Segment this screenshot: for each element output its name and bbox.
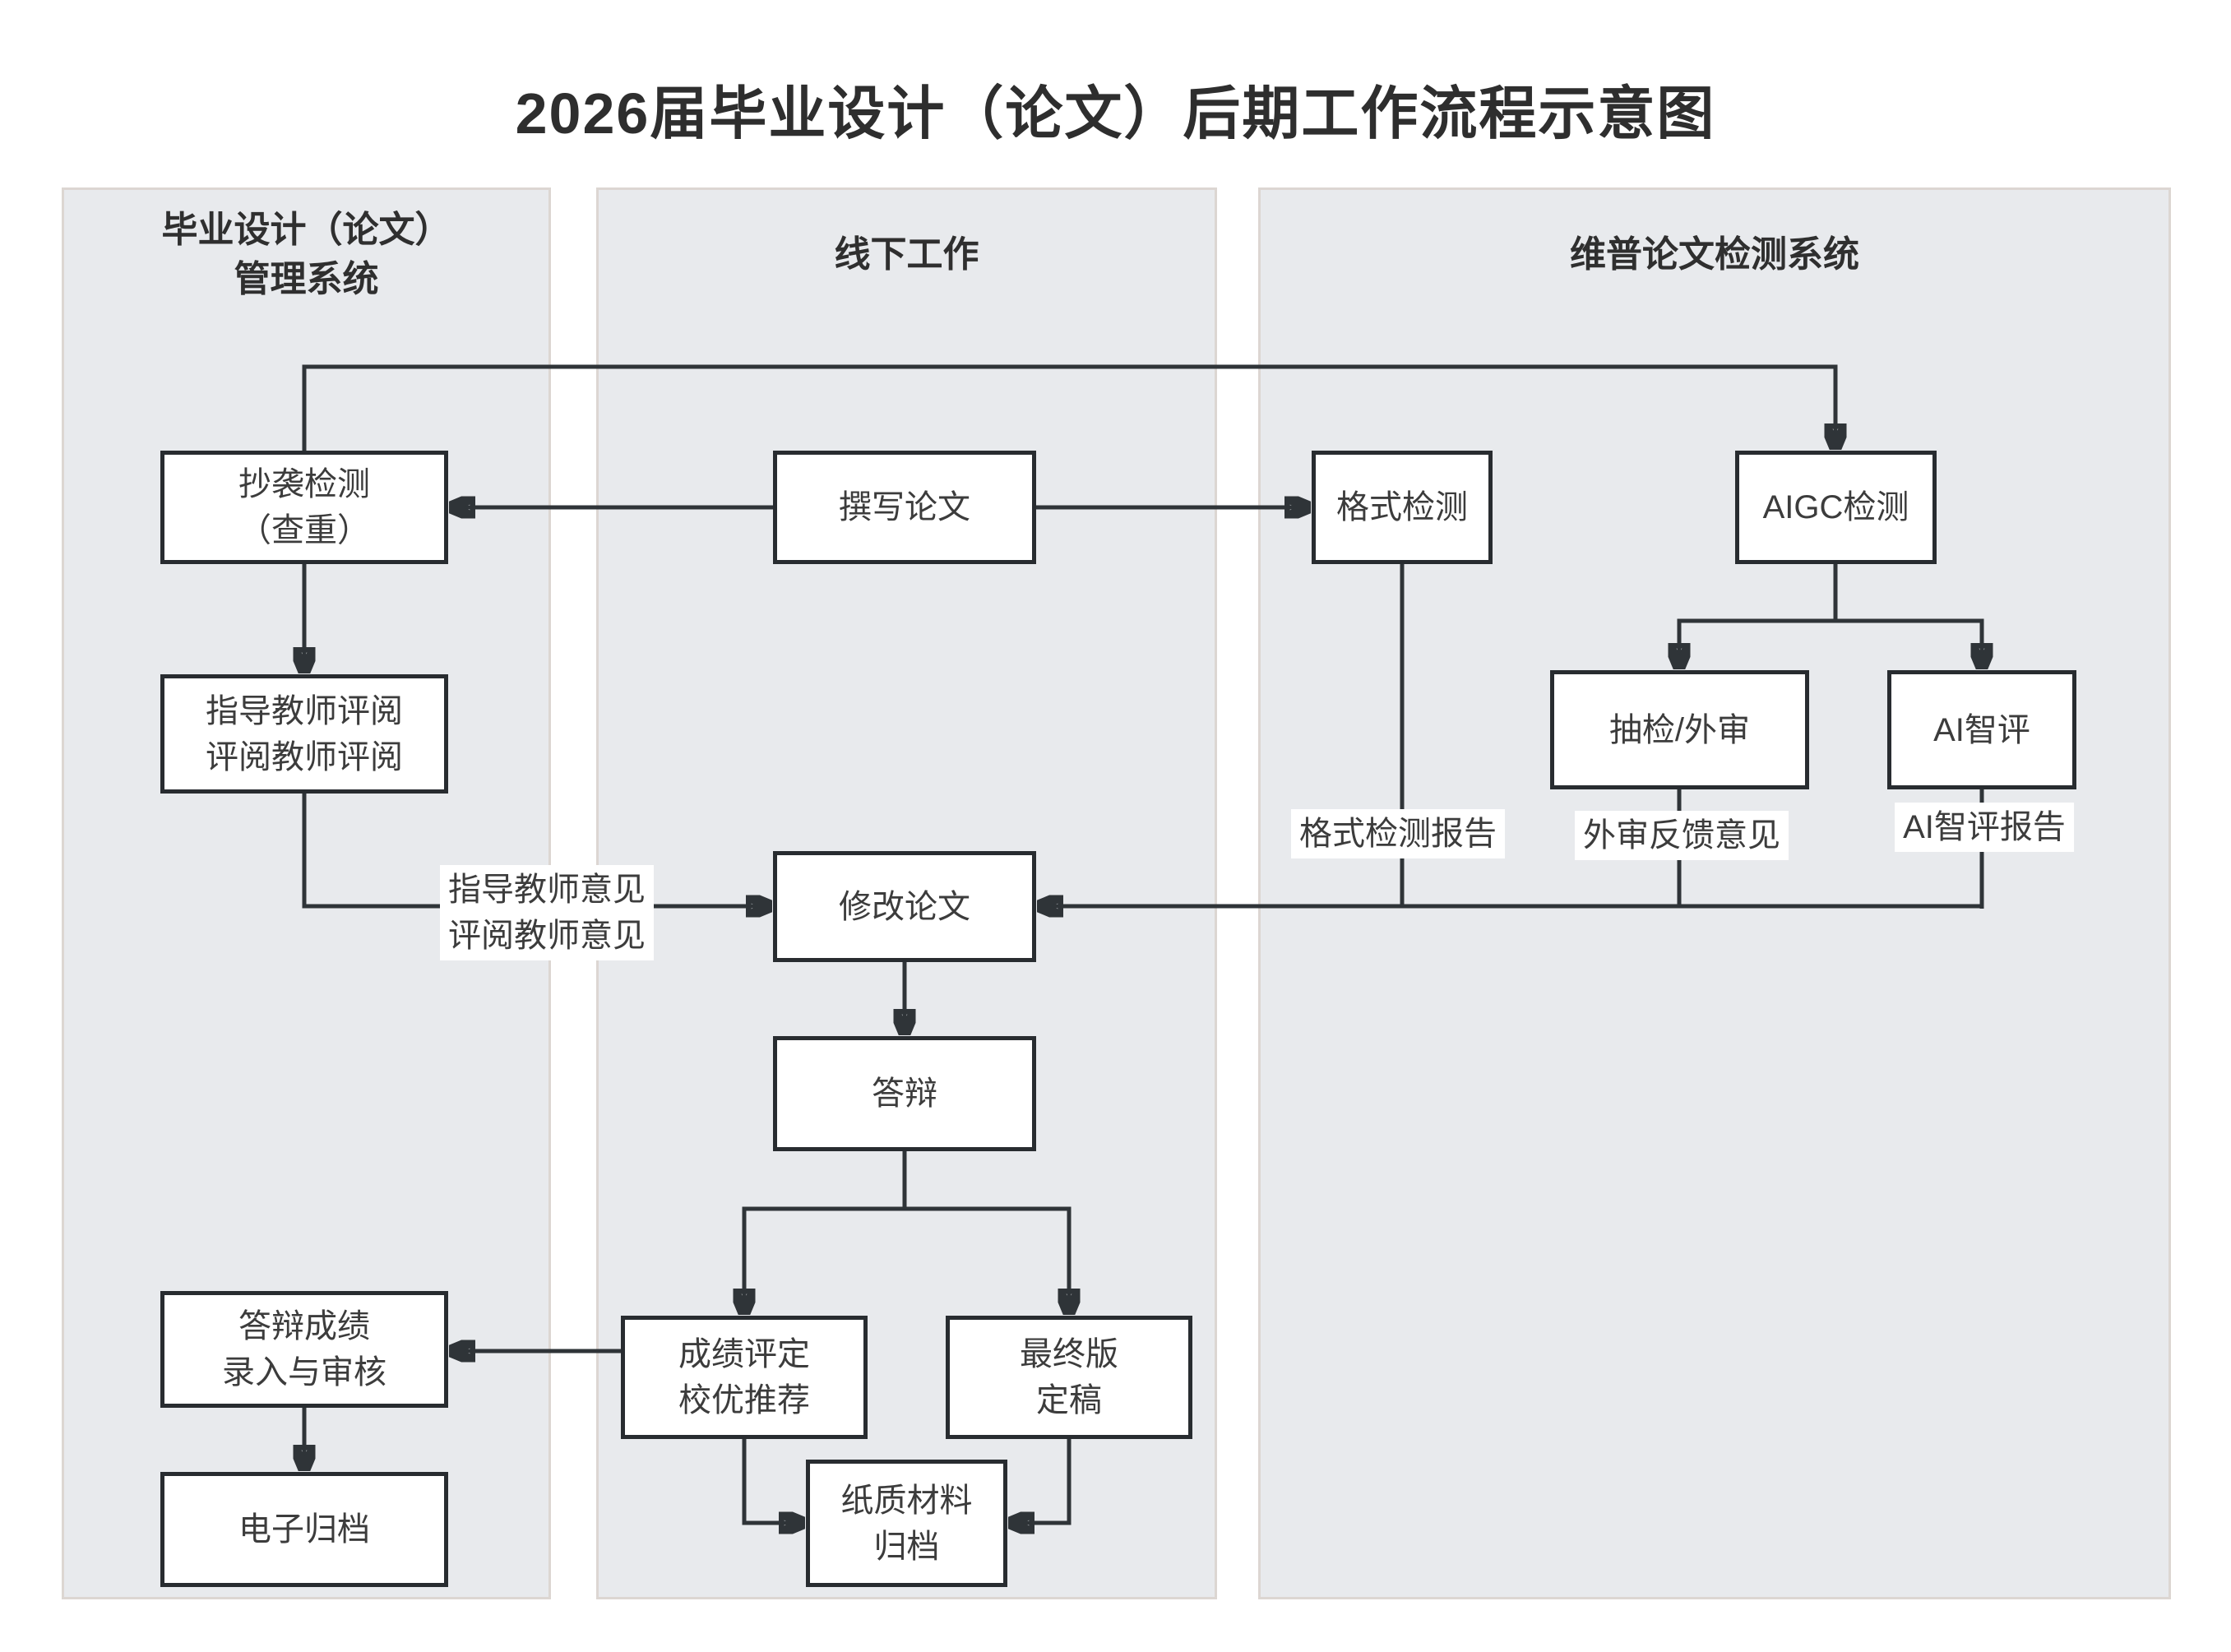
node-advisor-review: 指导教师评阅 评阅教师评阅 [160, 674, 448, 794]
node-plagiarism-check-line1: 抄袭检测 [238, 466, 370, 502]
node-sampling-external-review-line1: 抽检/外审 [1608, 711, 1751, 748]
edge-label-format-report: 格式检测报告 [1291, 809, 1505, 858]
edge-label-ai-report-line1: AI智评报告 [1903, 809, 2066, 845]
node-write-thesis: 撰写论文 [773, 451, 1036, 564]
node-paper-archive-line1: 纸质材料 [840, 1482, 973, 1519]
edge-aigc-to-ai-eval [1835, 618, 1982, 666]
node-advisor-review-line1: 指导教师评阅 [206, 692, 403, 729]
edge-label-advisor-opinion-line1: 指导教师意见 [448, 872, 646, 908]
lane-header-vip: 维普论文检测系统 [1258, 230, 2171, 280]
node-revise-thesis-line1: 修改论文 [839, 888, 970, 925]
node-final-version: 最终版 定稿 [946, 1316, 1192, 1439]
node-plagiarism-check-line2: （查重） [238, 512, 370, 548]
page-title: 2026届毕业设计（论文）后期工作流程示意图 [515, 81, 1716, 146]
node-revise-thesis: 修改论文 [773, 851, 1036, 962]
node-defense-line1: 答辩 [872, 1076, 937, 1112]
node-final-version-line2: 定稿 [1036, 1382, 1102, 1418]
node-aigc-check-line1: AIGC检测 [1762, 489, 1909, 525]
node-grade-evaluation-line2: 校优推荐 [678, 1382, 810, 1418]
edge-label-external-feedback-line1: 外审反馈意见 [1583, 817, 1780, 854]
lane-header-management: 毕业设计（论文） 管理系统 [62, 206, 551, 304]
edge-label-ai-report: AI智评报告 [1895, 803, 2074, 852]
edge-aigc-to-sampling [1679, 564, 1838, 666]
edge-final-to-paper-archive [1011, 1439, 1072, 1523]
node-format-check: 格式检测 [1312, 451, 1493, 564]
edge-label-advisor-opinion-line2: 评阅教师意见 [448, 918, 646, 954]
node-aigc-check: AIGC检测 [1735, 451, 1937, 564]
lane-header-offline: 线下工作 [596, 230, 1217, 280]
edge-defense-to-final [905, 1206, 1069, 1312]
node-electronic-archive: 电子归档 [160, 1472, 448, 1587]
edge-label-format-report-line1: 格式检测报告 [1299, 816, 1497, 852]
node-sampling-external-review: 抽检/外审 [1550, 670, 1809, 789]
edge-grade-to-paper-archive [742, 1439, 802, 1523]
node-write-thesis-line1: 撰写论文 [839, 489, 970, 525]
edge-label-advisor-opinion: 指导教师意见 评阅教师意见 [440, 865, 654, 960]
node-defense-score-entry-line2: 录入与审核 [222, 1354, 386, 1391]
node-grade-evaluation: 成绩评定 校优推荐 [621, 1316, 868, 1439]
node-plagiarism-check: 抄袭检测 （查重） [160, 451, 448, 564]
node-final-version-line1: 最终版 [1020, 1336, 1118, 1372]
node-defense: 答辩 [773, 1036, 1036, 1151]
node-defense-score-entry: 答辩成绩 录入与审核 [160, 1291, 448, 1408]
node-ai-evaluation: AI智评 [1887, 670, 2076, 789]
edge-plagiarism-to-aigc-trunk [302, 364, 1835, 451]
node-paper-archive: 纸质材料 归档 [806, 1460, 1007, 1587]
node-electronic-archive-line1: 电子归档 [238, 1511, 370, 1548]
node-advisor-review-line2: 评阅教师评阅 [206, 738, 403, 775]
lane-header-vip-line1: 维普论文检测系统 [1570, 234, 1859, 275]
node-grade-evaluation-line1: 成绩评定 [678, 1336, 810, 1372]
edge-label-external-feedback: 外审反馈意见 [1575, 811, 1789, 860]
node-format-check-line1: 格式检测 [1336, 489, 1468, 525]
lane-header-management-line1: 毕业设计（论文） [161, 210, 451, 250]
node-defense-score-entry-line1: 答辩成绩 [238, 1308, 370, 1344]
node-ai-evaluation-line1: AI智评 [1933, 711, 2030, 748]
lane-header-management-line2: 管理系统 [234, 259, 379, 299]
lane-header-offline-line1: 线下工作 [834, 234, 979, 275]
edge-defense-to-grade [744, 1151, 907, 1312]
node-paper-archive-line2: 归档 [873, 1528, 940, 1565]
lane-vip-detection-system [1258, 187, 2171, 1599]
